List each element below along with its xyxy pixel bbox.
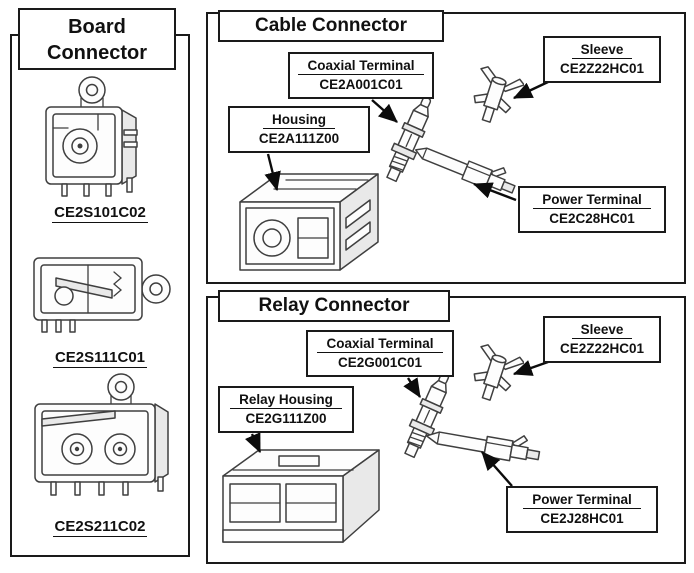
- cable-connector-title-text: Cable Connector: [254, 15, 408, 36]
- board-part-number-3: CE2S211C02: [52, 518, 148, 537]
- label-cable-power-terminal: Power Terminal CE2C28HC01: [518, 186, 666, 233]
- board-part-number-1: CE2S101C02: [52, 204, 148, 223]
- label-relay-power-terminal: Power Terminal CE2J28HC01: [506, 486, 658, 533]
- part-number: CE2Z22HC01: [559, 341, 645, 356]
- board-connector-title-text: Board Connector: [47, 16, 147, 64]
- relay-sleeve-illustration: [462, 344, 524, 412]
- part-number: CE2G111Z00: [245, 411, 327, 426]
- cable-sleeve-illustration: [462, 66, 524, 134]
- part-number: CE2J28HC01: [540, 511, 624, 526]
- part-name: Power Terminal: [512, 492, 652, 509]
- label-relay-housing: Relay Housing CE2G111Z00: [218, 386, 354, 433]
- label-relay-sleeve: Sleeve CE2Z22HC01: [543, 316, 661, 363]
- cable-coaxial-terminal-illustration: [372, 92, 447, 187]
- part-name: Sleeve: [549, 42, 655, 59]
- label-cable-coaxial-terminal: Coaxial Terminal CE2A001C01: [288, 52, 434, 99]
- board-connector-2-illustration: [28, 238, 176, 343]
- board-part-number-2: CE2S111C01: [52, 349, 148, 368]
- label-cable-housing: Housing CE2A111Z00: [228, 106, 370, 153]
- relay-connector-title-text: Relay Connector: [258, 295, 410, 316]
- relay-power-terminal-illustration: [424, 414, 544, 474]
- part-name: Power Terminal: [524, 192, 660, 209]
- part-name: Coaxial Terminal: [312, 336, 448, 353]
- part-number: CE2A111Z00: [258, 131, 340, 146]
- part-name: Sleeve: [549, 322, 655, 339]
- board-connector-1-illustration: [32, 74, 157, 202]
- board-connector-3-illustration: [25, 372, 175, 514]
- part-name: Coaxial Terminal: [294, 58, 428, 75]
- part-number: CE2Z22HC01: [559, 61, 645, 76]
- relay-housing-illustration: [213, 438, 391, 556]
- part-number: CE2A001C01: [319, 77, 403, 92]
- label-relay-coaxial-terminal: Coaxial Terminal CE2G001C01: [306, 330, 454, 377]
- part-name: Housing: [234, 112, 364, 129]
- board-connector-title: Board Connector: [18, 8, 176, 70]
- part-number: CE2C28HC01: [549, 211, 635, 226]
- relay-connector-title: Relay Connector: [218, 290, 450, 322]
- cable-connector-title: Cable Connector: [218, 10, 444, 42]
- cable-power-terminal-illustration: [408, 140, 523, 200]
- label-cable-sleeve: Sleeve CE2Z22HC01: [543, 36, 661, 83]
- part-name: Relay Housing: [224, 392, 348, 409]
- part-number: CE2G001C01: [337, 355, 423, 370]
- cable-housing-illustration: [228, 162, 393, 280]
